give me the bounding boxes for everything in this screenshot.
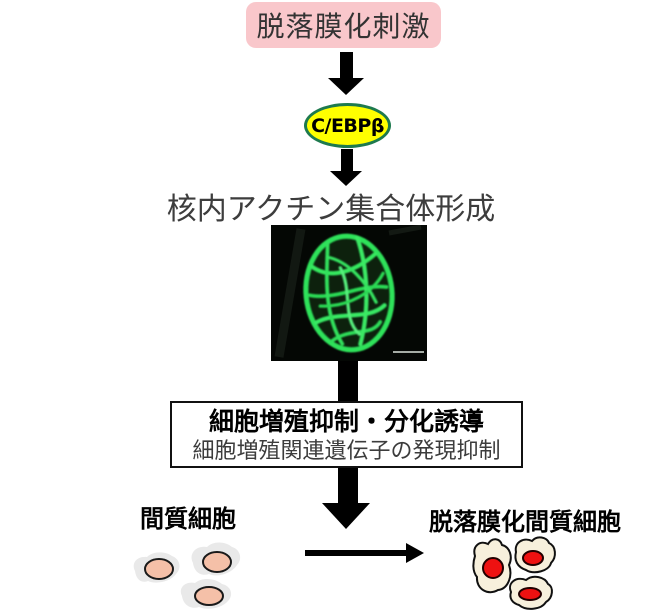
actin-filament — [325, 255, 378, 304]
decidual-cell-nucleus — [522, 550, 544, 566]
actin-filament — [313, 303, 387, 325]
actin-filament — [330, 320, 382, 343]
actin-filament — [318, 271, 385, 308]
stromal-cell-nucleus — [194, 586, 224, 606]
right-arrow-icon — [305, 550, 407, 556]
effect-title: 細胞増殖抑制・分化誘導 — [208, 407, 484, 436]
background-streak — [388, 225, 422, 236]
scale-bar — [393, 351, 424, 353]
decidualized-cells-label: 脱落膜化間質細胞 — [429, 508, 621, 536]
decidual-cell-nucleus — [518, 587, 542, 601]
stromal-cells-label: 間質細胞 — [140, 505, 236, 533]
stimulus-box: 脱落膜化刺激 — [246, 2, 441, 48]
effect-subtitle: 細胞増殖関連遺伝子の発現抑制 — [192, 439, 501, 464]
down-arrow-head-icon — [330, 171, 362, 186]
big-down-arrow-head-icon — [322, 503, 370, 529]
stromal-cell-nucleus — [144, 558, 174, 580]
background-streak — [274, 228, 306, 358]
actin-filament — [325, 241, 345, 346]
cebpb-ellipse: C/EBPβ — [304, 103, 391, 148]
cebpb-label: C/EBPβ — [311, 114, 384, 137]
decidualized-cells-illustration — [472, 536, 556, 610]
stromal-cells-illustration — [133, 542, 241, 609]
down-arrow-head-icon — [328, 78, 364, 95]
down-arrow-icon — [340, 52, 353, 78]
right-arrow-head-icon — [406, 543, 424, 563]
stromal-cell-nucleus — [202, 551, 232, 573]
nuclear-actin-micrograph — [271, 225, 427, 361]
stimulus-label: 脱落膜化刺激 — [256, 10, 431, 43]
actin-filament — [310, 252, 378, 276]
actin-filament — [307, 284, 389, 298]
actin-mesh — [303, 233, 395, 353]
decidual-cell-nucleus — [482, 557, 504, 579]
down-arrow-icon — [341, 149, 353, 171]
effect-box: 細胞増殖抑制・分化誘導 細胞増殖関連遺伝子の発現抑制 — [170, 401, 523, 468]
nuclear-actin-label: 核内アクチン集合体形成 — [166, 192, 496, 227]
